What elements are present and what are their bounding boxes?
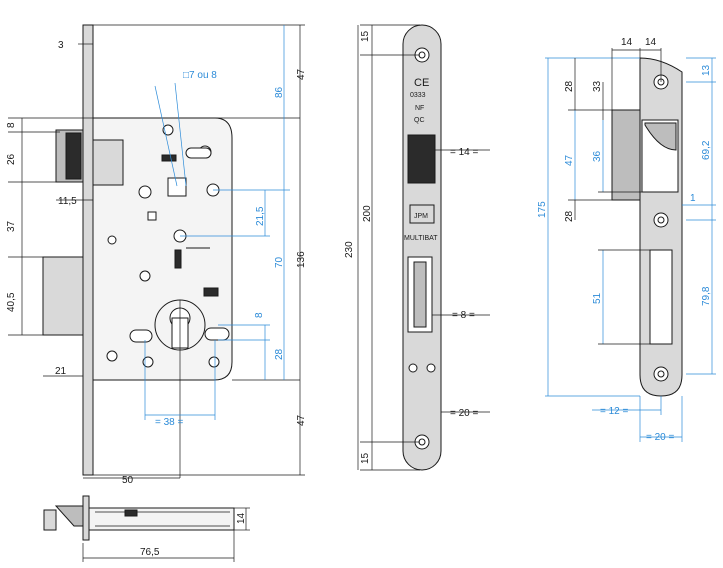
dim-28: 28 [274,348,285,360]
dim-51: 51 [592,292,603,304]
dim-20-face: = 20 = [450,408,479,419]
screw-hole [106,350,118,362]
dim-136: 136 [296,251,307,268]
nf-mark: NF [415,105,424,112]
lock-body-view: 3 8 26 37 40,5 11,5 21 50 47 47 86 136 7… [6,24,307,486]
top-latch [54,505,84,527]
screw-hole [138,185,152,199]
dim-76-5: 76,5 [140,547,160,558]
dim-1: 1 [690,193,696,204]
grip-mark [203,287,219,297]
dim-50: 50 [122,475,134,486]
strike-plate-view: 175 47 36 28 51 69,2 79,8 1 13 = 12 = = … [537,37,716,443]
dim-14-right: 14 [645,37,657,48]
dim-47-bottom: 47 [296,414,307,426]
dim-230: 230 [344,241,355,258]
dim-70: 70 [274,256,285,268]
top-forend [82,495,90,541]
brand-name: MULTIBAT [404,235,438,242]
lever [174,249,182,269]
dim-8-bolt: = 8 = [452,310,475,321]
top-bolt [43,509,57,531]
slot-hole [129,329,153,343]
dim-33: 33 [592,80,603,92]
follower-square [167,177,187,197]
forend-strip [82,24,94,476]
dim-36: 36 [592,150,603,162]
faceplate-view: CE 0333 NF QC JPM MULTIBAT 15 200 230 15… [344,24,490,471]
lock-case [92,117,233,381]
dim-14-top: 14 [236,512,247,524]
dim-69-2: 69,2 [701,140,712,160]
screw-hole [142,356,154,368]
brand-mark: JPM [414,213,428,220]
brand-logo-box [409,204,435,224]
dim-15-bottom: 15 [360,452,371,464]
dim-200: 200 [362,205,373,222]
dim-14-latch: = 14 = [450,147,479,158]
grip-mark [161,154,177,162]
cert-number: 0333 [410,92,426,99]
latch-bolt-face [65,132,82,180]
ce-mark: CE [414,77,429,89]
dim-47-top: 47 [296,68,307,80]
dim-26: 26 [6,153,17,165]
dim-11-5: 11,5 [58,196,77,207]
dim-28-strike: 28 [564,210,575,222]
dim-40-5: 40,5 [6,292,17,312]
top-case [88,507,235,531]
dead-bolt [42,256,84,336]
screw-hole [208,356,220,368]
dim-38: = 38 = [155,417,184,428]
dim-79-8: 79,8 [701,286,712,306]
dim-28-top: 28 [564,80,575,92]
latch-tail [92,139,124,186]
top-view: 14 76,5 [43,495,250,562]
qc-mark: QC [414,117,425,124]
dim-3: 3 [58,40,64,51]
dim-13: 13 [701,64,712,76]
dim-15-top: 15 [360,30,371,42]
dim-8: 8 [6,122,17,128]
slot-hole [185,147,212,159]
dim-86: 86 [274,86,285,98]
small-square-hole [147,211,157,221]
strike-lip [611,109,641,201]
dim-21-5: 21,5 [255,206,266,226]
square-label: □7 ou 8 [183,70,217,81]
slot-hole [204,327,230,341]
deadbolt-receiver-opening [649,249,673,345]
dim-8-cyl: 8 [254,312,265,318]
dim-12: = 12 = [600,406,629,417]
dim-175: 175 [537,201,548,218]
dim-37: 37 [6,220,17,232]
latch-opening [407,134,436,184]
screw-hole [107,235,117,245]
dim-21: 21 [55,366,67,377]
dim-47-strike: 47 [564,154,575,166]
dim-14-left: 14 [621,37,633,48]
screw-hole [139,270,151,282]
dim-20-strike: = 20 = [646,432,675,443]
